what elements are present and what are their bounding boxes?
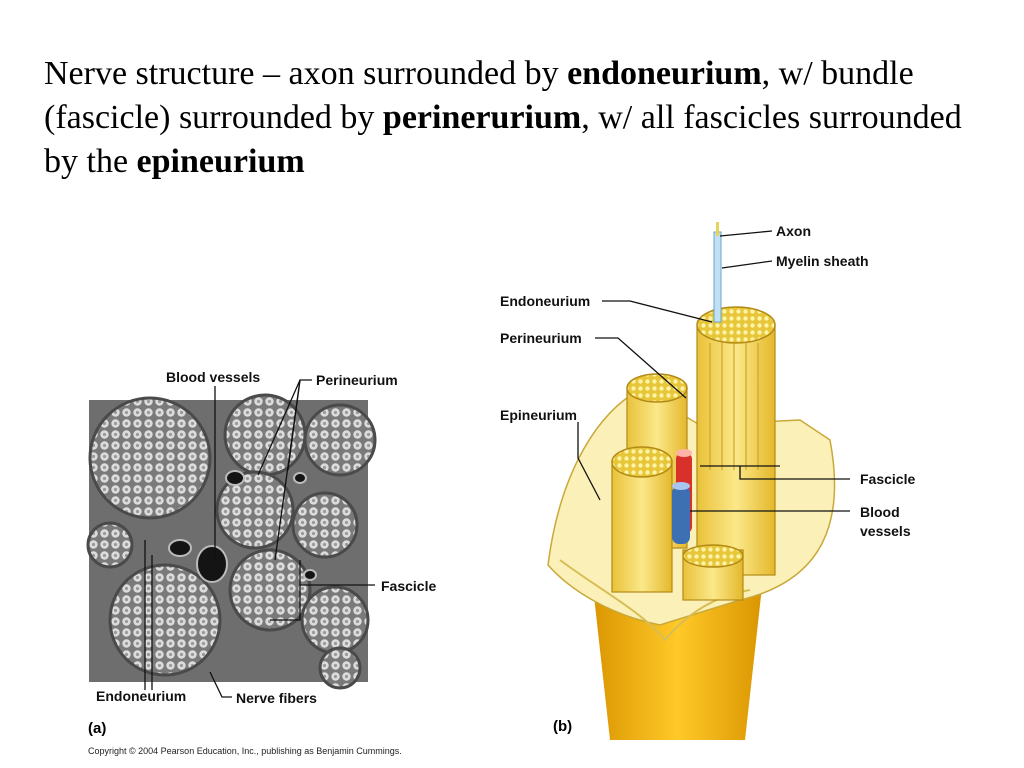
nerve-illustration-b bbox=[547, 222, 836, 740]
micrograph-a bbox=[86, 393, 377, 690]
label-b-axon: Axon bbox=[776, 223, 811, 239]
title-term: endoneurium bbox=[567, 55, 762, 92]
title-term: perinerurium bbox=[382, 99, 582, 136]
title-term: epineurium bbox=[136, 143, 305, 180]
label-a-nerve-fibers: Nerve fibers bbox=[236, 690, 317, 706]
title-text: , w/ bundle (fascicle) surrounded by bbox=[44, 55, 914, 136]
panel-a-tag: (a) bbox=[88, 720, 107, 737]
panel-b-tag: (b) bbox=[553, 718, 573, 735]
label-a-blood-vessels: Blood vessels bbox=[166, 369, 261, 385]
label-b-endoneurium: Endoneurium bbox=[500, 293, 591, 309]
label-b-myelin-sheath: Myelin sheath bbox=[776, 253, 869, 269]
label-b-blood-line1: Blood bbox=[860, 504, 900, 520]
title-text: Nerve structure – axon surrounded by bbox=[44, 55, 568, 92]
title-text: , w/ all fascicles surrounded by the bbox=[44, 99, 962, 180]
leader-lines-a bbox=[144, 379, 375, 698]
label-b-blood-line2: vessels bbox=[860, 523, 911, 539]
label-b-perineurium: Perineurium bbox=[500, 330, 582, 346]
label-b-fascicle: Fascicle bbox=[860, 471, 916, 487]
label-a-perineurium: Perineurium bbox=[316, 372, 398, 388]
leader-lines-b bbox=[577, 230, 850, 512]
label-b-epineurium: Epineurium bbox=[500, 407, 578, 423]
slide-title: Nerve structure – axon surrounded by end… bbox=[44, 52, 994, 184]
label-a-fascicle: Fascicle bbox=[381, 578, 437, 594]
copyright-notice: Copyright © 2004 Pearson Education, Inc.… bbox=[88, 746, 402, 756]
label-a-endoneurium: Endoneurium bbox=[96, 688, 187, 704]
